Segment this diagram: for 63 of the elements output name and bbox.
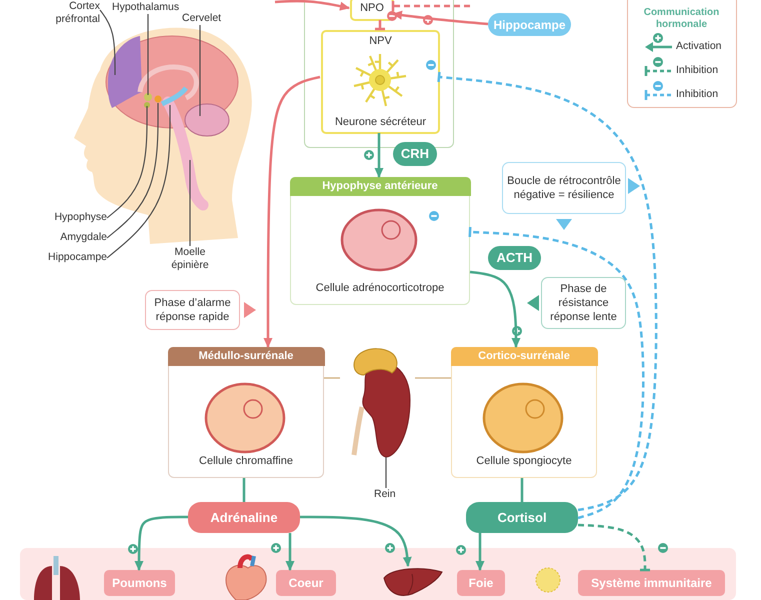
arrow <box>286 533 294 571</box>
inhibition-line <box>578 524 652 572</box>
leader-line <box>106 105 171 258</box>
organ-label: Poumons <box>104 570 175 596</box>
leader-line <box>106 103 159 238</box>
arrow <box>392 10 488 26</box>
callout-box: Phase de résistance réponse lente <box>541 277 626 329</box>
arrow <box>134 516 188 571</box>
neuron-caption: Neurone sécréteur <box>334 116 428 128</box>
anatomy-label: Hypophyse <box>52 211 107 225</box>
target-organ-band <box>20 548 736 600</box>
arrow <box>274 0 350 11</box>
edge-label: CRH <box>393 142 437 166</box>
region-pill: Hippocampe <box>488 13 571 36</box>
card-header: Médullo-surrénale <box>168 346 324 366</box>
organ-label: Foie <box>457 570 505 596</box>
cell-caption: Cellule adrénocorticotrope <box>314 282 446 294</box>
legend-label: Inhibition <box>676 88 718 100</box>
connector-line <box>415 377 451 379</box>
anatomy-label: Rein <box>374 488 399 502</box>
liver-drawing <box>382 566 444 598</box>
nucleus-label: NPV <box>368 35 393 47</box>
arrow <box>374 133 384 178</box>
arrow <box>264 76 320 348</box>
leader-line <box>106 106 148 218</box>
callout-box: Phase d’alarme réponse rapide <box>145 290 240 330</box>
inhibition-line <box>437 70 658 512</box>
hormone-pill: Cortisol <box>466 502 578 533</box>
nucleus-label: NPO <box>359 2 385 14</box>
card-header: Cortico-surrénale <box>450 346 598 366</box>
cell-caption: Cellule spongiocyte <box>475 455 573 467</box>
nucleus-box <box>321 30 440 134</box>
leader-line <box>100 10 116 75</box>
organ-label: Coeur <box>276 570 336 596</box>
legend-label: Inhibition <box>676 64 718 76</box>
connector-line <box>520 478 524 502</box>
anatomy-label: Hypothalamus <box>112 1 188 14</box>
inhibition-line <box>468 226 645 520</box>
arrow <box>300 516 412 567</box>
arrow <box>476 533 484 571</box>
edge-label: ACTH <box>488 246 541 270</box>
cell-caption: Cellule chromaffine <box>198 455 294 467</box>
legend-label: Activation <box>676 40 722 52</box>
anatomy-label: Cervelet <box>182 12 226 25</box>
anatomy-label: Amygdale <box>52 231 107 245</box>
leader-line <box>385 457 387 488</box>
legend-title: Communication hormonale <box>642 7 720 31</box>
leader-line <box>147 14 149 95</box>
leader-line <box>189 160 191 246</box>
arrow <box>470 270 520 348</box>
connector-line <box>242 478 246 502</box>
inhibition-line <box>392 0 470 12</box>
organ-label: Système immunitaire <box>578 570 725 596</box>
hormone-pill: Adrénaline <box>188 502 300 533</box>
anatomy-label: Moelle épinière <box>164 246 216 274</box>
anatomy-label: Cortex préfrontal <box>36 0 100 28</box>
nucleus-box <box>350 0 394 21</box>
callout-box: Boucle de rétrocontrôle négative = résilience <box>502 162 626 214</box>
card-header: Hypophyse antérieure <box>290 176 470 196</box>
connector-line <box>324 377 340 379</box>
anatomy-label: Hippocampe <box>46 251 107 265</box>
region-frame <box>304 0 454 148</box>
inhibition-line <box>374 20 386 30</box>
